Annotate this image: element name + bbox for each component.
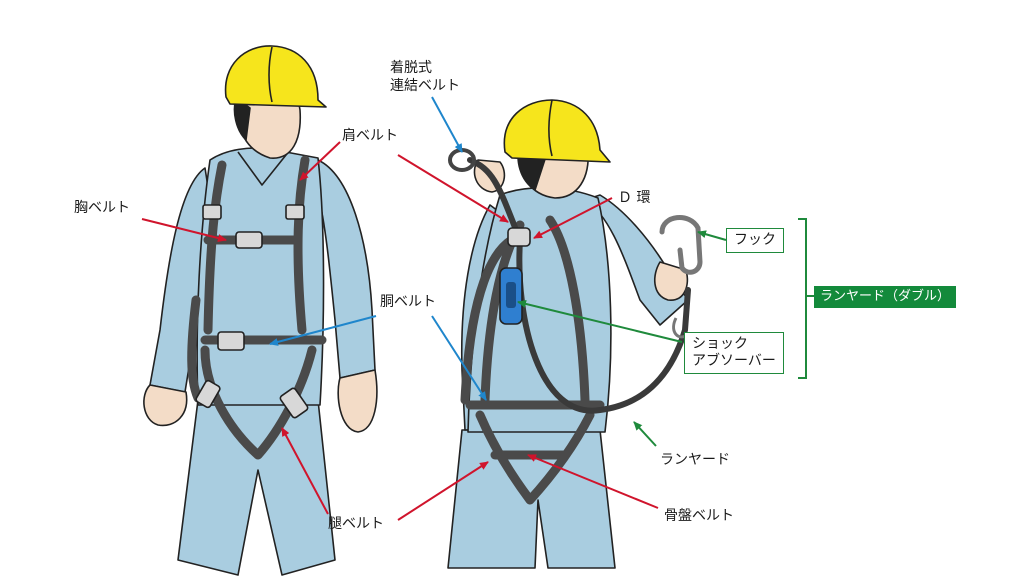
label-hook: フック (726, 228, 784, 253)
label-shock-absorber-line1: ショック (692, 336, 748, 352)
leader-shoulder-belt-front (299, 141, 341, 181)
leader-thigh-belt-back (397, 461, 489, 521)
label-shock-absorber-line2: アブソーバー (692, 353, 776, 369)
label-lanyard: ランヤード (660, 452, 730, 468)
leader-shock-absorber (517, 300, 683, 343)
front-worker (143, 45, 378, 576)
label-torso-belt: 胴ベルト (380, 294, 436, 310)
lanyard-double-bracket (798, 218, 807, 379)
leader-thigh-belt-front (281, 427, 329, 515)
d-ring (507, 227, 531, 247)
leader-shoulder-belt-back (397, 154, 509, 223)
leader-pelvic-belt (527, 454, 659, 509)
label-lanyard-double: ランヤード（ダブル） (814, 286, 957, 308)
leader-lanyard (633, 421, 657, 447)
label-shoulder-belt: 肩ベルト (342, 128, 398, 144)
leader-torso-belt-back (431, 315, 487, 401)
label-pelvic-belt: 骨盤ベルト (664, 508, 734, 524)
leader-torso-belt-front (269, 315, 377, 346)
leader-detachable-belt (431, 96, 463, 153)
leader-d-ring (533, 197, 613, 239)
label-d-ring: Ｄ 環 (618, 190, 651, 206)
label-thigh-belt: 腿ベルト (328, 516, 384, 532)
front-worker-left-hand (143, 384, 188, 427)
leader-chest-belt (141, 218, 227, 242)
lanyard-lines (467, 157, 691, 414)
label-detachable-belt-line1: 着脱式 (390, 60, 432, 76)
front-worker-legs (177, 399, 336, 576)
blue-leaders (269, 96, 487, 401)
label-detachable-belt-line2: 連結ベルト (390, 78, 460, 94)
back-worker-right-hand (653, 261, 689, 301)
hook (659, 215, 703, 275)
label-shock-absorber: ショック アブソーバー (684, 332, 784, 374)
label-chest-belt: 胸ベルト (74, 200, 130, 216)
back-worker-helmet (503, 99, 611, 163)
front-buckles (195, 204, 309, 419)
front-worker-right-hand (337, 369, 378, 433)
leader-hook (697, 230, 727, 241)
red-leaders (141, 141, 659, 521)
front-worker-right-arm (317, 159, 376, 379)
green-leaders (517, 218, 814, 447)
front-worker-helmet (224, 45, 327, 108)
